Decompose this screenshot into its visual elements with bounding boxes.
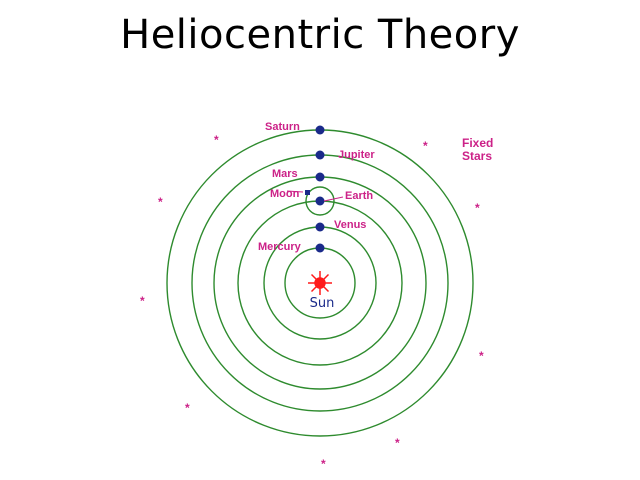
star-icon: * xyxy=(479,349,484,363)
mars-planet xyxy=(315,172,325,182)
mars-label: Mars xyxy=(272,168,298,180)
star-icon: * xyxy=(140,294,145,308)
venus-label: Venus xyxy=(334,219,366,231)
earth-planet xyxy=(315,196,325,206)
star-icon: * xyxy=(214,133,219,147)
jupiter-label: Jupiter xyxy=(338,149,375,161)
saturn-label: Saturn xyxy=(265,121,300,133)
fixed-stars-label-line2: Stars xyxy=(462,149,492,163)
star-icon: * xyxy=(158,195,163,209)
leader-lines xyxy=(286,190,344,202)
star-icon: * xyxy=(185,401,190,415)
star-icon: * xyxy=(475,201,480,215)
mercury-label: Mercury xyxy=(258,241,302,253)
planets xyxy=(305,125,325,253)
planet-labels: Saturn Jupiter Mars Moon Earth Venus Mer… xyxy=(258,121,375,253)
fixed-stars-label-line1: Fixed xyxy=(462,136,493,150)
star-icon: * xyxy=(423,139,428,153)
saturn-planet xyxy=(315,125,325,135)
star-icon: * xyxy=(395,436,400,450)
jupiter-planet xyxy=(315,150,325,160)
sun-label: Sun xyxy=(310,296,335,311)
fixed-stars: * * * * * * * * * xyxy=(140,133,484,471)
orbit-moon xyxy=(305,186,335,216)
mercury-planet xyxy=(315,243,325,253)
moon-planet xyxy=(305,190,310,195)
moon-label: Moon xyxy=(270,188,300,200)
venus-planet xyxy=(315,222,325,232)
sun-icon xyxy=(308,271,332,295)
earth-label: Earth xyxy=(345,190,373,202)
page-title: Heliocentric Theory xyxy=(120,12,520,58)
star-icon: * xyxy=(321,457,326,471)
